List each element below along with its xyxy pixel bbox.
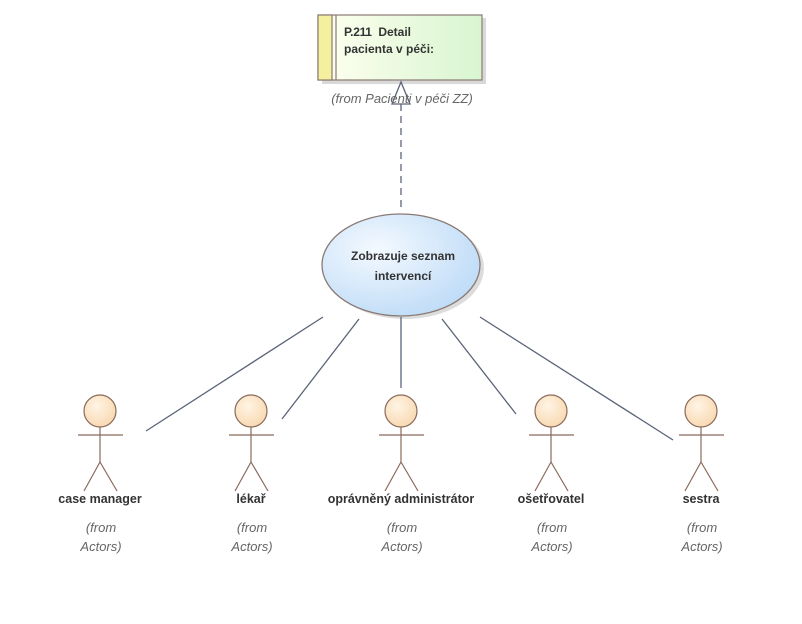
- actor-lekar[interactable]: [229, 394, 274, 492]
- usecase-ellipse[interactable]: [321, 213, 481, 317]
- association-osetrovatel[interactable]: [441, 318, 517, 415]
- actor-from-line2: Actors): [531, 539, 573, 554]
- actor-from-line2: Actors): [231, 539, 273, 554]
- actor-sestra[interactable]: [679, 394, 724, 492]
- association-sestra[interactable]: [479, 316, 674, 441]
- usecase-label: Zobrazuje seznam intervencí: [330, 246, 476, 286]
- package-title-line2: pacienta v péči:: [344, 42, 435, 56]
- actor-from-sestra: (from Actors): [642, 518, 762, 556]
- usecase-label-line2: intervencí: [374, 269, 432, 283]
- actor-name-lekar: lékař: [236, 492, 266, 506]
- actor-from-case-manager: (from Actors): [41, 518, 161, 556]
- package-box[interactable]: [317, 14, 483, 81]
- actor-from-opravneny-administrator: (from Actors): [342, 518, 462, 556]
- actor-opravneny-administrator[interactable]: [379, 394, 424, 492]
- actor-from-osetrovatel: (from Actors): [492, 518, 612, 556]
- usecase-label-line1: Zobrazuje seznam: [350, 249, 456, 263]
- actor-from-line1: (from: [85, 520, 117, 535]
- actor-name-osetrovatel: ošetřovatel: [517, 492, 585, 506]
- actor-from-line1: (from: [686, 520, 718, 535]
- actor-name-case-manager: case manager: [58, 492, 142, 506]
- actor-case-manager[interactable]: [78, 394, 123, 492]
- actor-from-line2: Actors): [80, 539, 122, 554]
- actor-head: [384, 394, 418, 428]
- association-lekar[interactable]: [281, 318, 360, 420]
- package-code: P.211: [344, 25, 372, 39]
- actor-osetrovatel[interactable]: [529, 394, 574, 492]
- actor-head: [534, 394, 568, 428]
- actor-from-line2: Actors): [681, 539, 723, 554]
- package-from-label: (from Pacienti v péči ZZ): [331, 91, 473, 106]
- actor-head: [83, 394, 117, 428]
- actor-from-line1: (from: [536, 520, 568, 535]
- association-case-manager[interactable]: [145, 316, 324, 432]
- actor-from-line1: (from: [386, 520, 418, 535]
- actor-head: [234, 394, 268, 428]
- package-title-line1: Detail: [378, 25, 412, 39]
- actor-name-opravneny-administrator: oprávněný administrátor: [327, 492, 475, 506]
- realization-arrowhead: [391, 80, 411, 105]
- package-stripe: [317, 14, 333, 81]
- actor-from-line2: Actors): [381, 539, 423, 554]
- actor-from-line1: (from: [236, 520, 268, 535]
- actor-from-lekar: (from Actors): [192, 518, 312, 556]
- package-title: P.211 Detail pacienta v péči:: [344, 24, 479, 58]
- actor-head: [684, 394, 718, 428]
- actor-name-sestra: sestra: [682, 492, 720, 506]
